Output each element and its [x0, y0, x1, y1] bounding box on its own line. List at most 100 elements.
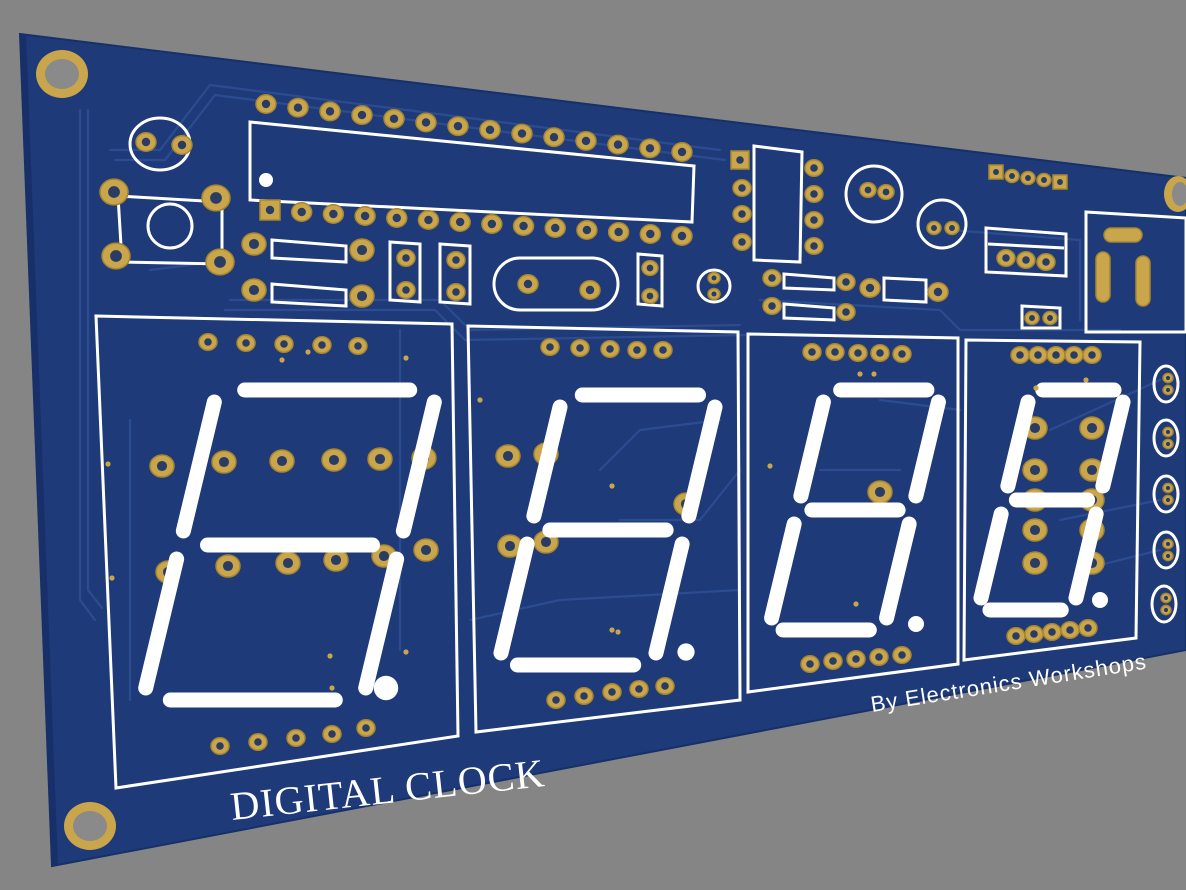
round-pad [135, 132, 157, 152]
round-pad [1022, 458, 1048, 482]
round-pad [800, 654, 820, 674]
round-pad [825, 342, 845, 362]
round-pad [869, 647, 889, 667]
voltage-regulator-outline [984, 226, 1068, 278]
round-pad [600, 339, 620, 359]
round-pad [211, 450, 237, 474]
segment-e [138, 551, 185, 696]
round-pad [671, 142, 693, 162]
round-pad [629, 679, 649, 699]
via [105, 461, 111, 467]
round-pad [836, 272, 856, 292]
capacitor-c1 [388, 240, 422, 304]
pcb-board-edge [20, 34, 58, 866]
round-pad [870, 343, 890, 363]
via [327, 653, 333, 659]
via [279, 357, 285, 363]
via [853, 601, 859, 607]
round-pad [575, 130, 597, 151]
round-pad [1162, 426, 1174, 438]
jumper-outline [636, 252, 664, 308]
round-pad [415, 112, 437, 133]
via [609, 483, 615, 489]
round-pad [205, 248, 235, 276]
round-pad [1162, 482, 1174, 494]
round-pad [351, 105, 373, 126]
round-pad [349, 238, 375, 262]
round-pad [319, 101, 341, 122]
round-pad [449, 212, 471, 232]
round-pad [846, 649, 866, 669]
round-pad [1160, 604, 1172, 616]
round-pad [546, 690, 566, 710]
round-pad [892, 645, 912, 665]
via [767, 463, 773, 469]
round-pad [859, 181, 877, 199]
round-pad [348, 336, 368, 356]
segment-e [493, 536, 535, 661]
display-outline [962, 338, 1142, 662]
round-pad [481, 214, 503, 234]
via [1033, 385, 1039, 391]
segment-c [1068, 506, 1104, 606]
mcu-dip-outline [248, 120, 696, 224]
copper-pads [99, 94, 1174, 756]
square-pad [1052, 174, 1068, 190]
via [109, 575, 115, 581]
round-pad [1046, 345, 1066, 365]
power-jack-pad-2 [1095, 251, 1111, 303]
round-pad [1160, 592, 1172, 604]
round-pad [275, 551, 301, 575]
round-pad [804, 236, 824, 256]
segment-c [358, 551, 405, 696]
seven-segment-display-4 [962, 338, 1142, 662]
round-pad [1162, 438, 1174, 450]
round-pad [996, 248, 1016, 268]
round-pad [1024, 310, 1040, 326]
round-pad [413, 538, 439, 562]
jumper-j2 [1020, 304, 1062, 330]
round-pad [639, 224, 662, 244]
round-pad [653, 340, 673, 360]
round-pad [512, 216, 535, 236]
round-pad [802, 342, 822, 362]
resistor-r2 [270, 282, 348, 308]
decimal-point [908, 616, 924, 632]
segment-b [908, 394, 946, 504]
round-pad [944, 220, 960, 236]
round-pad [732, 232, 752, 252]
round-pad [248, 732, 268, 752]
crystal-outline [492, 256, 620, 312]
display-outline [466, 324, 742, 734]
round-pad [707, 271, 721, 285]
round-pad [201, 184, 231, 212]
round-pad [762, 268, 782, 288]
electrolytic-cap-2 [916, 198, 968, 250]
square-pad [259, 199, 281, 221]
seven-segment-display-1 [94, 314, 460, 790]
round-pad [446, 250, 466, 270]
round-pad [269, 449, 295, 473]
round-pad [1162, 384, 1174, 396]
round-pad [602, 682, 622, 702]
round-pad [1004, 168, 1020, 184]
electrolytic-cap-1 [844, 164, 904, 224]
round-pad [447, 116, 469, 137]
via [857, 371, 863, 377]
round-pad [1028, 345, 1048, 365]
segment-b [681, 399, 723, 524]
display-outline [746, 332, 960, 694]
round-pad [367, 447, 393, 471]
round-pad [543, 127, 565, 148]
round-pad [517, 274, 539, 294]
power-jack-outline [1084, 210, 1186, 334]
seven-segment-displays [94, 314, 1142, 790]
round-pad [579, 280, 601, 300]
round-pad [707, 287, 721, 301]
decimal-point [677, 643, 695, 661]
round-pad [762, 296, 782, 316]
round-pad [607, 134, 629, 155]
led-outline [696, 268, 732, 304]
